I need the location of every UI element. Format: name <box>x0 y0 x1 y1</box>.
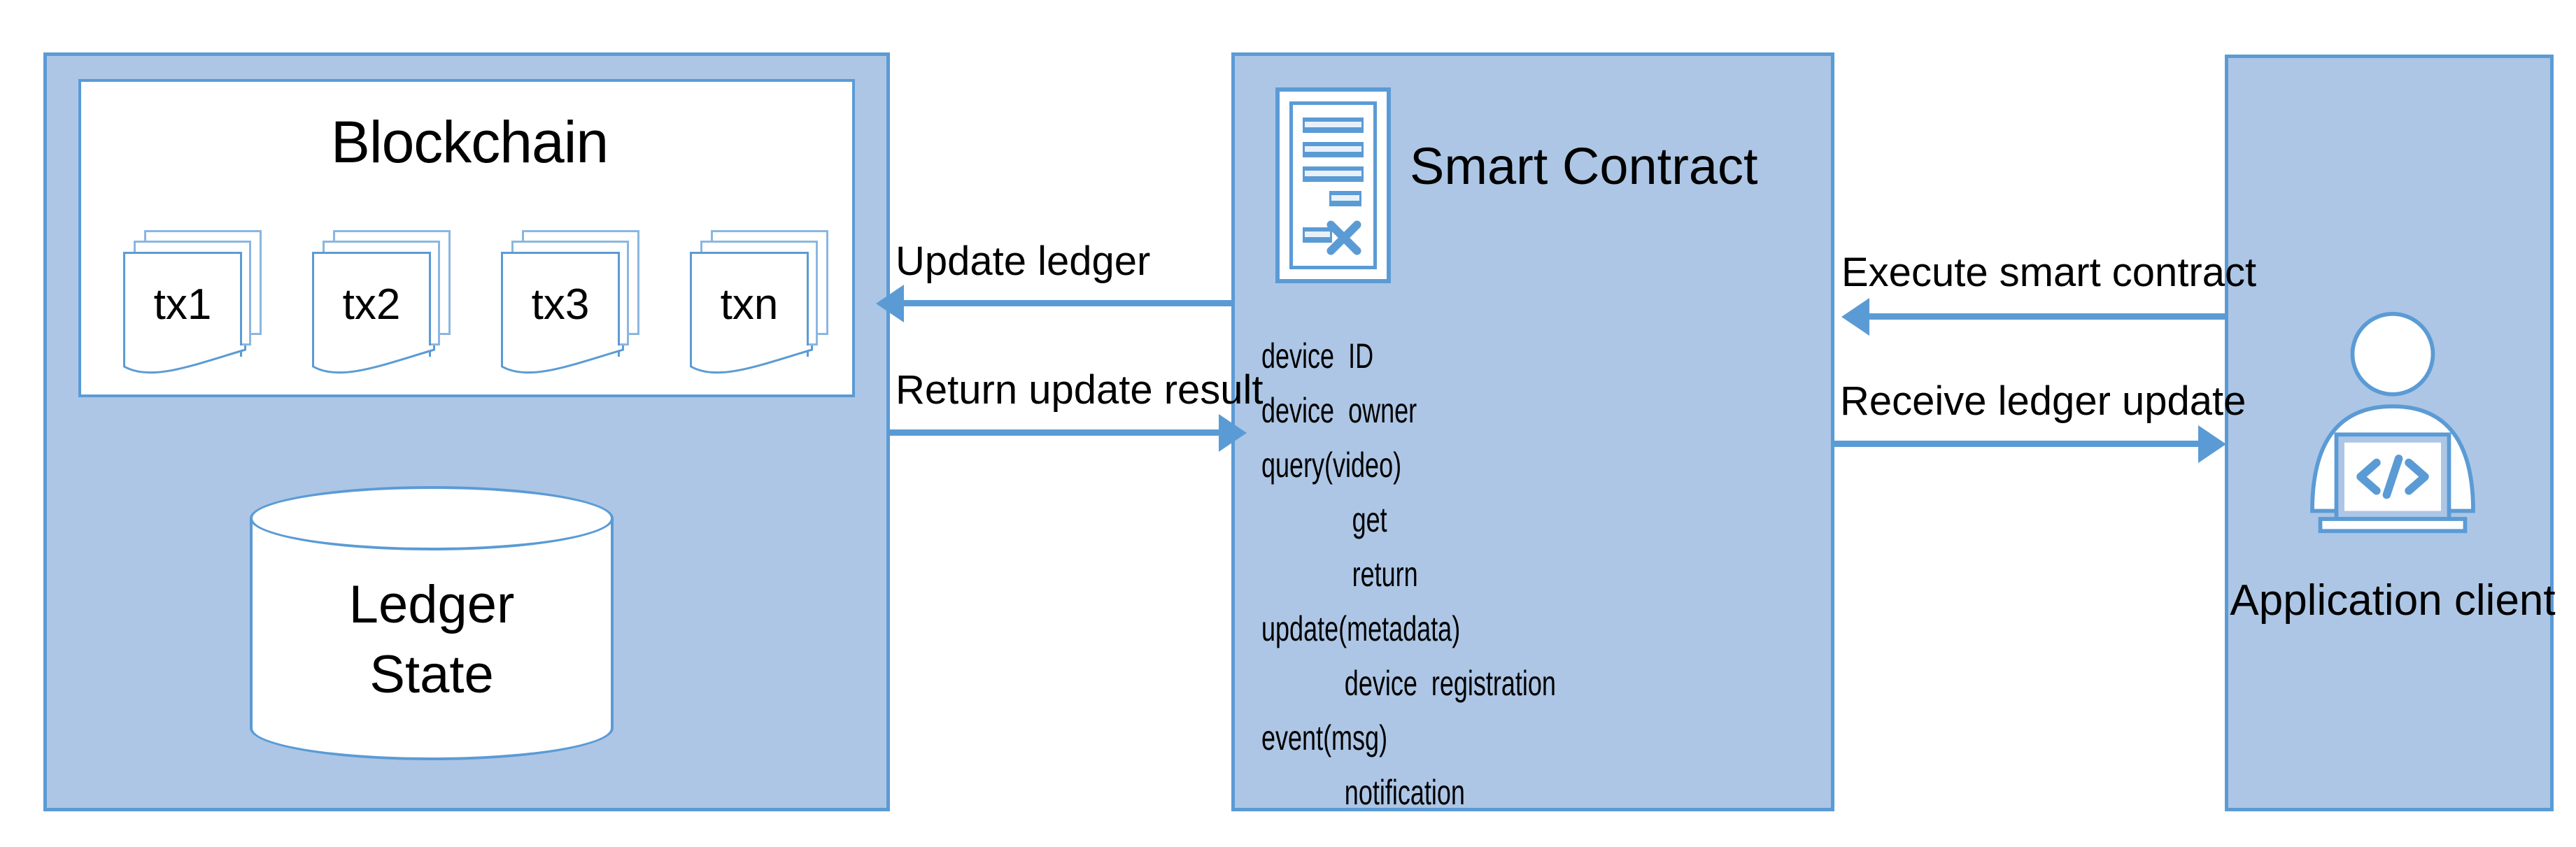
tx-torn-edge-icon <box>123 346 246 374</box>
smart-contract-title: Smart Contract <box>1410 137 1758 195</box>
code-line: update(metadata) <box>1261 609 1461 648</box>
arrow-head-right-return-update-result <box>1219 414 1247 452</box>
code-line: query(video) <box>1261 446 1402 485</box>
tx-sheet-front <box>690 252 809 357</box>
arrow-label-update-ledger: Update ledger <box>896 239 1151 284</box>
application-client-label: Application client <box>2230 576 2556 625</box>
ledger-state-label: Ledger State <box>250 570 614 711</box>
tx-torn-edge-icon <box>690 346 813 374</box>
code-line: event(msg) <box>1261 718 1388 757</box>
blockchain-title: Blockchain <box>330 109 609 175</box>
cylinder-top <box>250 486 614 550</box>
tx-label: txn <box>720 280 779 329</box>
blockchain-panel: Blockchain tx1 tx2 tx3 <box>43 52 890 811</box>
contract-document-icon <box>1275 87 1391 283</box>
smart-contract-code-list: device ID device owner query(video) get … <box>1261 329 1821 820</box>
arrow-head-left-update-ledger <box>876 285 904 322</box>
arrow-head-right-receive-ledger-update <box>2198 425 2226 463</box>
transaction-stack: tx3 <box>501 230 641 374</box>
tx-label: tx3 <box>531 280 590 329</box>
ledger-state-line1: Ledger <box>348 575 515 634</box>
arrow-label-return-update-result: Return update result <box>896 367 1264 413</box>
arrow-head-left-execute-smart-contract <box>1841 298 1869 336</box>
arrow-line-return-update-result <box>890 429 1219 436</box>
tx-torn-edge-icon <box>501 346 624 374</box>
blockchain-inner-box: Blockchain tx1 tx2 tx3 <box>78 79 855 397</box>
ledger-state-cylinder: Ledger State <box>250 486 614 760</box>
x-mark-icon <box>1326 220 1361 255</box>
icon-bar <box>1303 118 1364 133</box>
tx-label: tx1 <box>153 280 212 329</box>
code-line: device ID <box>1261 336 1374 376</box>
tx-torn-edge-icon <box>312 346 435 374</box>
arrow-label-receive-ledger-update: Receive ledger update <box>1840 378 2246 424</box>
code-line: get <box>1352 500 1387 539</box>
tx-sheet-front <box>312 252 431 357</box>
arrow-line-execute-smart-contract <box>1869 313 2226 320</box>
code-line: return <box>1352 555 1418 594</box>
icon-bar <box>1303 166 1364 182</box>
arrow-label-execute-smart-contract: Execute smart contract <box>1841 250 2257 295</box>
code-line: notification <box>1344 773 1465 812</box>
tx-sheet-front <box>123 252 242 357</box>
developer-laptop-icon <box>2310 311 2475 534</box>
code-line: device registration <box>1344 664 1556 703</box>
transaction-stack: tx2 <box>312 230 452 374</box>
transaction-stack: tx1 <box>123 230 263 374</box>
icon-bar-short <box>1303 227 1332 243</box>
tx-label: tx2 <box>342 280 401 329</box>
arrow-line-update-ledger <box>904 300 1233 306</box>
application-client-panel: Application client <box>2225 55 2556 811</box>
smart-contract-panel: Smart Contract device ID device owner qu… <box>1231 52 1834 812</box>
arrow-line-receive-ledger-update <box>1834 441 2198 447</box>
ledger-state-line2: State <box>369 645 494 705</box>
cylinder-body <box>250 518 614 727</box>
icon-bar-short <box>1329 191 1361 206</box>
transaction-stack: txn <box>690 230 830 374</box>
icon-bar <box>1303 142 1364 157</box>
code-line: device owner <box>1261 391 1417 430</box>
tx-sheet-front <box>501 252 620 357</box>
